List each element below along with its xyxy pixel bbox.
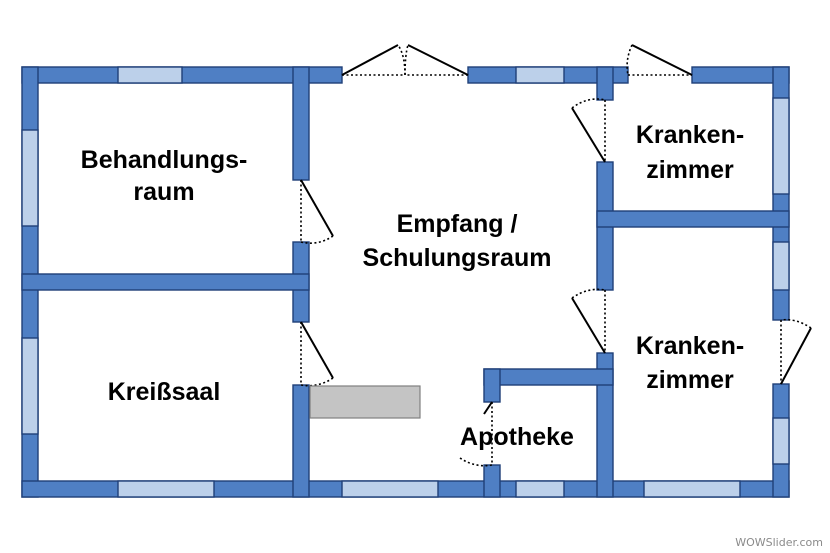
wall-kreiss-lower	[292, 384, 310, 498]
window-right-2	[772, 241, 790, 291]
wall-apotheke-bottom-stub	[483, 464, 501, 498]
label-empfang-line2: Schulungsraum	[363, 244, 552, 272]
reception-counter	[309, 385, 421, 419]
wall-kranken-top-stub	[596, 66, 614, 101]
window-top-2	[515, 66, 565, 84]
label-behandlungsraum-line2: raum	[133, 178, 194, 206]
label-empfang-line1: Empfang /	[397, 210, 518, 238]
room-labels: Behandlungs- raum Empfang / Schulungsrau…	[81, 121, 745, 451]
window-right-3	[772, 417, 790, 465]
kreisssaal-door	[300, 321, 334, 387]
wall-kranken-horizontal	[596, 210, 790, 228]
windows	[21, 66, 790, 498]
wall-left-horizontal	[21, 273, 310, 291]
window-left-2	[21, 337, 39, 435]
label-kreisssaal: Kreißsaal	[108, 378, 221, 406]
window-right-1	[772, 97, 790, 195]
wall-apotheke-horizontal	[483, 368, 614, 386]
window-top-1	[117, 66, 183, 84]
doors	[300, 44, 812, 467]
window-left-1	[21, 129, 39, 227]
label-krankenzimmer-2-line2: zimmer	[646, 366, 734, 394]
watermark-text: WOWSlider.com	[735, 536, 823, 549]
window-bottom-1	[117, 480, 215, 498]
label-behandlungsraum-line1: Behandlungs-	[81, 146, 248, 174]
behandlung-door	[300, 179, 334, 244]
main-entrance-door	[341, 44, 469, 76]
wall-behandlung-top-stub	[292, 66, 310, 181]
label-krankenzimmer-1-line1: Kranken-	[636, 121, 744, 149]
kranken-2-door	[571, 288, 606, 354]
right-exterior-door	[780, 318, 812, 385]
kranken-top-door	[626, 44, 693, 76]
wall-apotheke-stub	[483, 368, 501, 403]
label-krankenzimmer-1-line2: zimmer	[646, 156, 734, 184]
window-bottom-3	[515, 480, 565, 498]
label-apotheke: Apotheke	[460, 423, 574, 451]
kranken-1-door	[571, 98, 606, 163]
label-krankenzimmer-2-line1: Kranken-	[636, 332, 744, 360]
window-bottom-4	[643, 480, 741, 498]
window-bottom-2	[341, 480, 439, 498]
apotheke-door	[459, 401, 493, 467]
